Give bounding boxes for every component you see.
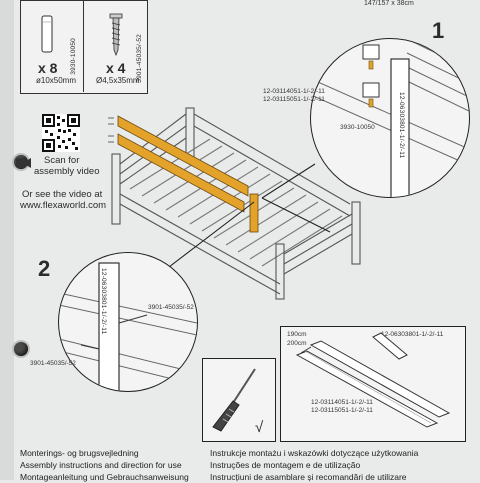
paper-edge xyxy=(0,0,14,480)
step2-detail-circle xyxy=(58,252,198,392)
instructions-right: Instrukcje montażu i wskazówki dotyczące… xyxy=(210,447,418,483)
step1-label-post: 12-06303801-1/-2/-11 xyxy=(398,92,405,159)
step2-label-post: 12-06303801-1/-2/-11 xyxy=(100,268,107,335)
step1-label-a: 12-03114051-1/-2/-11 xyxy=(263,88,325,95)
length-200: 200cm xyxy=(287,340,307,347)
instr-right-0: Instrukcje montażu i wskazówki dotyczące… xyxy=(210,448,419,458)
binder-hole-bottom xyxy=(14,342,28,356)
screw-icon xyxy=(108,12,124,56)
instr-right-2: Instrucțiuni de asamblare și recomandări… xyxy=(210,472,407,482)
screw-qty: x 4 xyxy=(106,60,126,76)
dowel-code: 3930-10050 xyxy=(70,38,77,75)
step1-number: 1 xyxy=(432,18,445,43)
instr-left-1: Assembly instructions and direction for … xyxy=(20,460,182,470)
hardware-divider xyxy=(83,0,84,92)
bed-drawing xyxy=(100,104,370,300)
parts-panel: 190cm 200cm 12-06303801-1/-2/-11 12-0311… xyxy=(280,326,466,442)
boards-drawing xyxy=(281,327,465,441)
instr-left-2: Montageanleitung und Gebrauchsanweisung xyxy=(20,472,189,482)
hardware-box xyxy=(20,0,148,94)
step2-label-screw-a: 3901-45035/-52 xyxy=(148,304,194,311)
instr-left-0: Monterings- og brugsvejledning xyxy=(20,448,139,458)
step2-number: 2 xyxy=(38,256,51,281)
length-190: 190cm xyxy=(287,331,307,338)
scan-line-3: Or see the video at xyxy=(22,189,103,200)
screwdriver-icon xyxy=(209,365,261,435)
parts-label-mid-a: 12-03114051-1/-2/-11 xyxy=(311,399,373,406)
dowel-qty: x 8 xyxy=(38,60,58,76)
step1-label-c: 3930-10050 xyxy=(340,124,375,131)
instr-right-1: Instruções de montagem e de utilização xyxy=(210,460,361,470)
step1-label-b: 12-03115051-1/-2/-11 xyxy=(263,96,325,103)
video-icon xyxy=(16,156,32,170)
dowel-spec: ø10x50mm xyxy=(36,76,77,85)
parts-label-top: 12-06303801-1/-2/-11 xyxy=(381,331,444,338)
screw-spec: Ø4,5x35mm xyxy=(96,76,140,85)
check-mark: √ xyxy=(255,419,264,436)
scan-line-2: assembly video xyxy=(34,166,100,177)
step2-label-screw-b: 3901-45035/-52 xyxy=(30,360,76,367)
top-dimension: 147/157 x 38cm xyxy=(364,0,414,7)
parts-label-mid-b: 12-03115051-1/-2/-11 xyxy=(311,407,373,414)
video-url[interactable]: www.flexaworld.com xyxy=(20,200,107,211)
qr-code-icon[interactable] xyxy=(42,114,80,152)
tool-panel: √ xyxy=(202,358,276,442)
step1-detail-circle xyxy=(310,38,470,198)
scan-line-1: Scan for xyxy=(44,155,80,166)
dowel-icon xyxy=(40,14,54,54)
screw-code: 3901-45035/-52 xyxy=(136,34,143,83)
instructions-left: Monterings- og brugsvejledning Assembly … xyxy=(20,447,189,483)
